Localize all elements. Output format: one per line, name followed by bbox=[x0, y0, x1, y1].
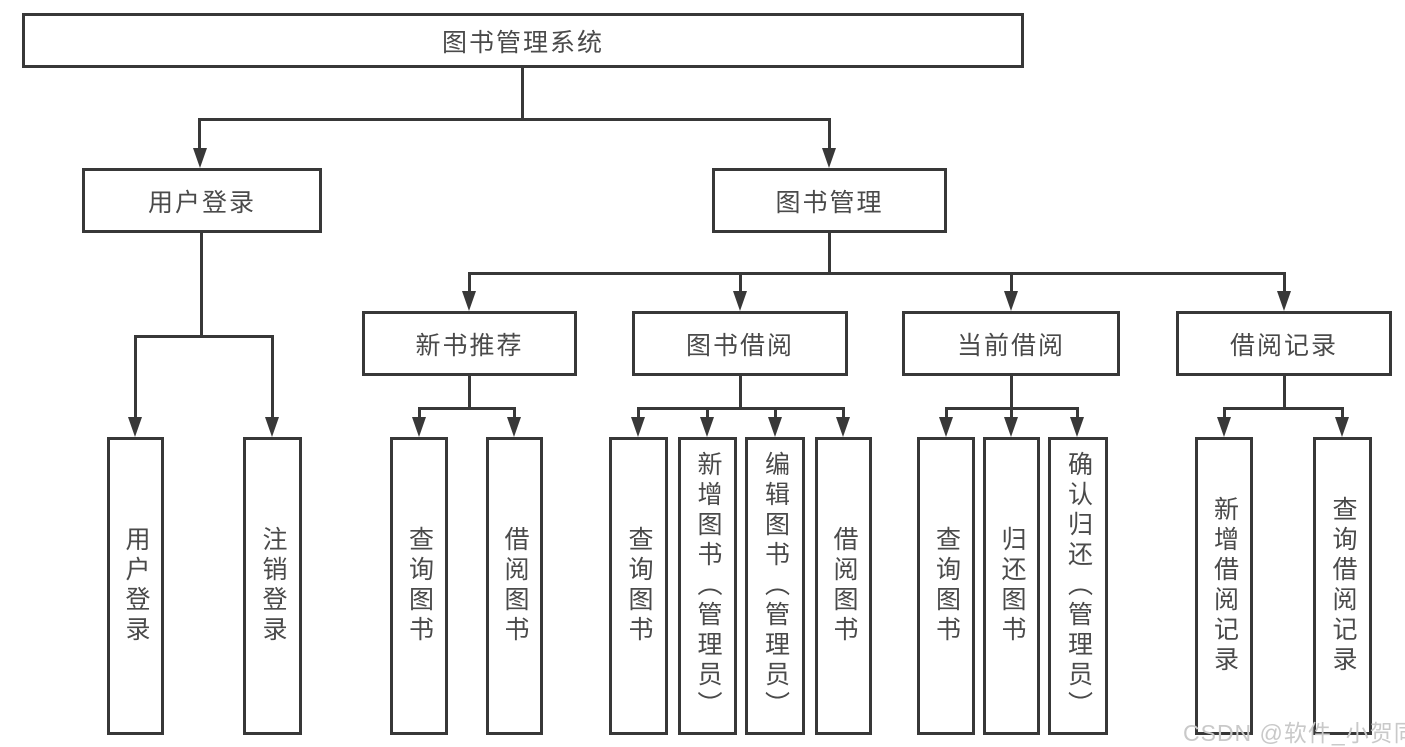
leaf-add-books-admin: 新增图书（管理员） bbox=[678, 437, 737, 735]
leaf-query-books-recommend: 查询图书 bbox=[390, 437, 448, 735]
node-label: 用户登录 bbox=[147, 188, 256, 217]
node-book-borrowing: 图书借阅 bbox=[632, 311, 848, 376]
connector-vline bbox=[945, 407, 948, 419]
arrow-down-icon bbox=[265, 417, 279, 437]
node-borrowing-records: 借阅记录 bbox=[1176, 311, 1392, 376]
leaf-label: 确认归还（管理员） bbox=[1064, 451, 1093, 721]
connector-vline bbox=[637, 407, 640, 419]
leaf-label: 查询借阅记录 bbox=[1329, 496, 1357, 676]
leaf-query-books-current: 查询图书 bbox=[917, 437, 975, 735]
connector-vline bbox=[1283, 272, 1286, 293]
arrow-down-icon bbox=[1070, 417, 1084, 437]
leaf-label: 注销登录 bbox=[259, 526, 287, 646]
leaf-query-borrow-record: 查询借阅记录 bbox=[1313, 437, 1372, 735]
arrow-down-icon bbox=[1335, 417, 1349, 437]
connector-vline bbox=[828, 233, 831, 272]
leaf-query-books-borrowing: 查询图书 bbox=[609, 437, 668, 735]
node-label: 借阅记录 bbox=[1229, 331, 1338, 360]
connector-vline bbox=[418, 407, 421, 419]
node-library-management-system: 图书管理系统 bbox=[22, 13, 1024, 68]
leaf-label: 借阅图书 bbox=[501, 526, 529, 646]
connector-vline bbox=[774, 407, 777, 419]
node-label: 图书管理 bbox=[775, 188, 884, 217]
arrow-down-icon bbox=[507, 417, 521, 437]
node-user-login: 用户登录 bbox=[82, 168, 322, 233]
leaf-logout: 注销登录 bbox=[243, 437, 302, 735]
connector-vline bbox=[1076, 407, 1079, 419]
node-label: 新书推荐 bbox=[415, 331, 524, 360]
connector-vline bbox=[1010, 407, 1013, 419]
leaf-borrow-books-recommend: 借阅图书 bbox=[486, 437, 543, 735]
connector-vline bbox=[521, 66, 524, 118]
connector-vline bbox=[1283, 376, 1286, 407]
arrow-down-icon bbox=[836, 417, 850, 437]
connector-vline bbox=[513, 407, 516, 419]
node-label: 图书借阅 bbox=[685, 331, 794, 360]
arrow-down-icon bbox=[768, 417, 782, 437]
arrow-down-icon bbox=[1217, 417, 1231, 437]
connector-hline bbox=[418, 407, 516, 410]
connector-vline bbox=[842, 407, 845, 419]
watermark: CSDN @软件_小贺同学 bbox=[1183, 720, 1405, 746]
connector-hline bbox=[637, 407, 845, 410]
arrow-down-icon bbox=[193, 148, 207, 168]
connector-hline bbox=[198, 118, 831, 121]
connector-vline bbox=[739, 376, 742, 407]
connector-vline bbox=[198, 118, 201, 150]
node-label: 图书管理系统 bbox=[441, 28, 604, 57]
connector-vline bbox=[134, 335, 137, 419]
arrow-down-icon bbox=[1004, 291, 1018, 311]
arrow-down-icon bbox=[700, 417, 714, 437]
leaf-user-login: 用户登录 bbox=[107, 437, 164, 735]
leaf-label: 新增借阅记录 bbox=[1210, 496, 1239, 676]
leaf-label: 查询图书 bbox=[625, 526, 653, 646]
connector-hline bbox=[134, 335, 274, 338]
arrow-down-icon bbox=[412, 417, 426, 437]
arrow-down-icon bbox=[128, 417, 142, 437]
node-book-management: 图书管理 bbox=[712, 168, 947, 233]
connector-vline bbox=[1341, 407, 1344, 419]
connector-vline bbox=[1010, 272, 1013, 293]
leaf-label: 编辑图书（管理员） bbox=[761, 451, 790, 721]
arrow-down-icon bbox=[1004, 417, 1018, 437]
leaf-label: 查询图书 bbox=[405, 526, 434, 646]
leaf-label: 借阅图书 bbox=[830, 526, 858, 646]
connector-vline bbox=[1010, 376, 1013, 407]
leaf-label: 新增图书（管理员） bbox=[694, 451, 722, 721]
arrow-down-icon bbox=[939, 417, 953, 437]
connector-vline bbox=[739, 272, 742, 293]
node-current-borrowing: 当前借阅 bbox=[902, 311, 1120, 376]
arrow-down-icon bbox=[733, 291, 747, 311]
connector-vline bbox=[1223, 407, 1226, 419]
arrow-down-icon bbox=[822, 148, 836, 168]
connector-vline bbox=[200, 233, 203, 335]
leaf-label: 用户登录 bbox=[122, 526, 150, 646]
leaf-return-books: 归还图书 bbox=[983, 437, 1040, 735]
connector-vline bbox=[468, 272, 471, 293]
connector-vline bbox=[468, 376, 471, 407]
connector-vline bbox=[706, 407, 709, 419]
arrow-down-icon bbox=[1277, 291, 1291, 311]
connector-vline bbox=[828, 118, 831, 150]
connector-hline bbox=[468, 272, 1285, 275]
arrow-down-icon bbox=[462, 291, 476, 311]
connector-hline bbox=[1223, 407, 1344, 410]
node-new-book-recommend: 新书推荐 bbox=[362, 311, 577, 376]
leaf-borrow-books: 借阅图书 bbox=[815, 437, 872, 735]
leaf-label: 归还图书 bbox=[998, 526, 1026, 646]
arrow-down-icon bbox=[631, 417, 645, 437]
leaf-label: 查询图书 bbox=[932, 526, 961, 646]
leaf-confirm-return-admin: 确认归还（管理员） bbox=[1048, 437, 1108, 735]
node-label: 当前借阅 bbox=[956, 331, 1065, 360]
connector-vline bbox=[271, 335, 274, 419]
leaf-add-borrow-record: 新增借阅记录 bbox=[1195, 437, 1253, 735]
leaf-edit-books-admin: 编辑图书（管理员） bbox=[745, 437, 805, 735]
